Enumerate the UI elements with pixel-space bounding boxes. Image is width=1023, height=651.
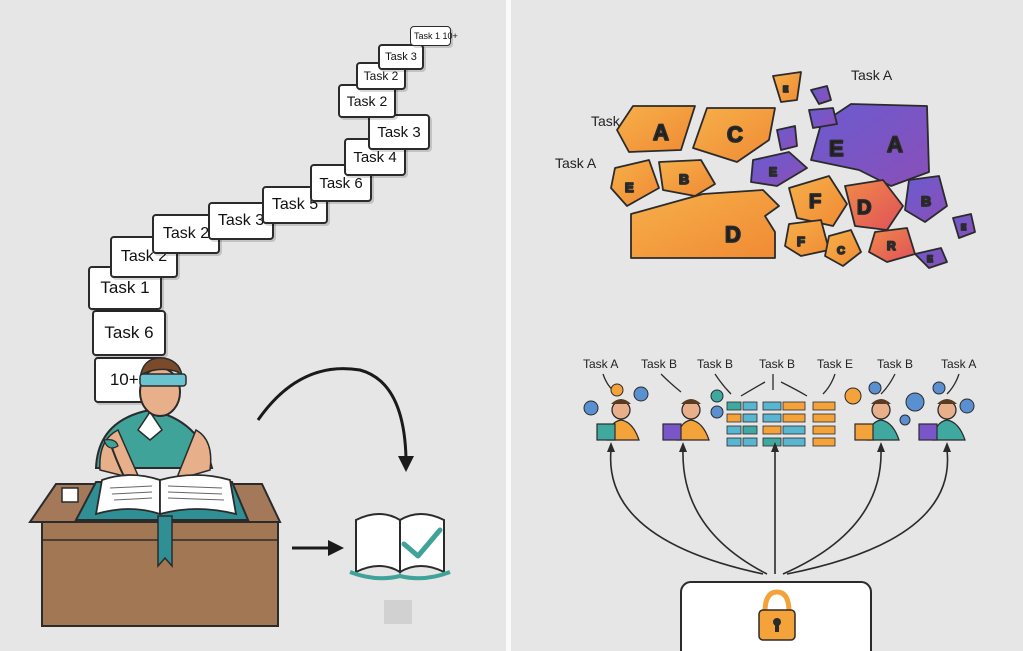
worker-label: Task B: [877, 357, 913, 371]
fragment-label: Task: [591, 113, 621, 129]
task-piece-label: A: [887, 132, 903, 157]
completed-book-icon: [349, 513, 451, 581]
gear-icon: [633, 386, 649, 402]
gear-icon: [905, 392, 925, 412]
gears: [583, 381, 975, 426]
task-piece-label: E: [961, 223, 967, 232]
task-piece-label: F: [809, 191, 821, 213]
worker: [596, 399, 640, 441]
distribution-scene: Task Task A Task A A C E A E B D E F D: [555, 67, 976, 651]
task-piece-label: C: [727, 122, 743, 147]
lock-icon: [758, 589, 796, 641]
task-piece: [914, 247, 948, 269]
curved-arrow: [256, 367, 408, 459]
open-book: [74, 474, 250, 568]
worker-label: Task B: [641, 357, 677, 371]
task-piece-label: C: [837, 245, 845, 257]
task-piece: [610, 159, 660, 207]
worker-labels: Task A Task B Task B Task B Task E Task …: [583, 357, 976, 371]
task-pieces: A C E A E B D E F D B F C: [610, 71, 976, 269]
arrowheads: [607, 442, 951, 452]
workers: [596, 399, 966, 441]
worker-label: Task E: [817, 357, 853, 371]
straight-arrow-head: [328, 540, 344, 556]
worker-label: Task A: [583, 357, 618, 371]
task-piece-label: E: [829, 136, 844, 161]
task-piece-label: B: [921, 193, 931, 209]
task-piece: [844, 179, 904, 231]
task-piece-label: D: [857, 197, 871, 219]
worker-label: Task B: [759, 357, 795, 371]
gear-icon: [932, 381, 946, 395]
gear-icon: [710, 389, 724, 403]
task-grid: [726, 401, 836, 447]
task-piece-label: E: [625, 180, 634, 195]
task-piece-label: R: [887, 239, 896, 253]
task-piece: [952, 213, 976, 239]
task-piece-label: A: [653, 120, 669, 145]
task-card: Task 1 10+: [410, 26, 458, 46]
gear-icon: [610, 383, 624, 397]
checkmark-icon: [401, 527, 443, 559]
pedestal: [384, 600, 412, 624]
fragment-label: Task A: [851, 67, 893, 83]
worker: [854, 399, 900, 441]
bookmark-ribbon: [157, 515, 173, 568]
laptop-icon: [662, 423, 682, 441]
gear-icon: [583, 400, 599, 416]
headband: [139, 373, 187, 387]
worker: [662, 399, 710, 441]
laptop-icon: [854, 423, 874, 441]
gear-icon: [959, 398, 975, 414]
gear-icon: [899, 414, 911, 426]
quill-icon: [103, 439, 119, 449]
laptop-icon: [596, 423, 616, 441]
task-piece: [616, 105, 696, 153]
label-arrows: [602, 373, 960, 397]
task-piece: [658, 159, 716, 197]
task-piece-label: E: [927, 254, 933, 264]
task-piece: [772, 71, 802, 103]
task-piece: [824, 229, 862, 267]
task-piece-label: E: [783, 85, 789, 94]
task-piece: [692, 107, 776, 163]
task-piece: [788, 175, 848, 227]
gear-icon: [844, 387, 862, 405]
task-piece: [630, 189, 780, 259]
fragment-label: Task A: [555, 155, 597, 171]
laptop-icon: [918, 423, 938, 441]
panel-divider: [506, 0, 511, 651]
task-piece: [868, 227, 916, 263]
task-piece: [784, 219, 830, 257]
task-piece-label: E: [769, 165, 777, 179]
task-piece-label: B: [679, 171, 689, 187]
gear-icon: [868, 381, 882, 395]
task-piece: [750, 151, 808, 187]
gear-icon: [710, 405, 724, 419]
task-piece: [904, 175, 948, 223]
task-card: Task 3: [378, 44, 424, 70]
student: [94, 357, 214, 489]
worker-label: Task A: [941, 357, 976, 371]
task-piece: [776, 125, 798, 151]
student-scene: [28, 357, 451, 627]
task-piece: [810, 85, 832, 105]
task-piece: [808, 107, 838, 129]
task-piece-label: D: [725, 222, 741, 247]
connection-arrows: [609, 449, 949, 575]
task-piece-label: F: [797, 234, 805, 249]
task-card: Task 3: [368, 114, 430, 150]
worker: [918, 399, 966, 441]
worker-label: Task B: [697, 357, 733, 371]
curved-arrow-head: [398, 456, 414, 472]
task-card: Task 6: [92, 310, 166, 356]
